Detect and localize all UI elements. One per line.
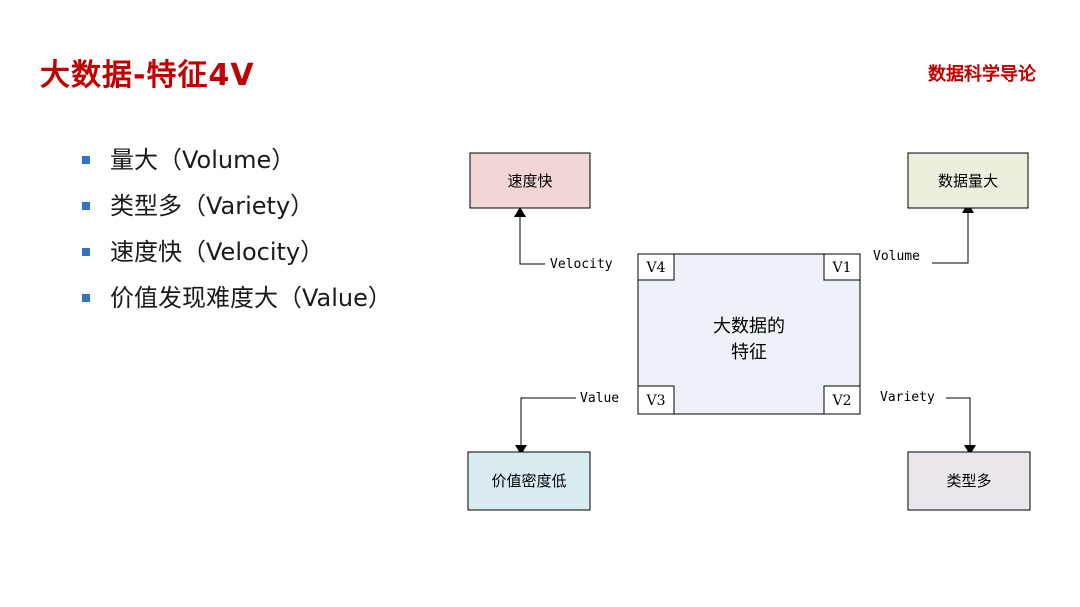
variety-arrow-label: Variety bbox=[880, 390, 935, 405]
bullet-list: 量大（Volume） 类型多（Variety） 速度快（Velocity） 价值… bbox=[80, 140, 392, 324]
center-box bbox=[637, 253, 861, 415]
volume-arrow bbox=[932, 203, 974, 264]
bullet-item: 速度快（Velocity） bbox=[80, 232, 392, 278]
bullet-item: 价值发现难度大（Value） bbox=[80, 278, 392, 324]
corner-v2-label: V2 bbox=[831, 393, 851, 409]
bullet-square-icon bbox=[82, 202, 90, 210]
corner-v3-label: V3 bbox=[645, 393, 665, 409]
bullet-text: 类型多（Variety） bbox=[110, 192, 315, 220]
bullet-square-icon bbox=[82, 248, 90, 256]
volume-arrow-label: Volume bbox=[873, 249, 920, 264]
bullet-text: 量大（Volume） bbox=[110, 146, 296, 174]
bullet-text: 价值发现难度大（Value） bbox=[110, 284, 392, 312]
bullet-text: 速度快（Velocity） bbox=[110, 238, 325, 266]
box-variety-label: 类型多 bbox=[946, 472, 991, 490]
corner-v4-box bbox=[637, 253, 675, 281]
corner-v2-box bbox=[823, 385, 861, 415]
variety-arrow bbox=[946, 397, 976, 455]
box-value-label: 价值密度低 bbox=[491, 472, 566, 490]
slide-title: 大数据-特征4V bbox=[40, 58, 255, 93]
corner-v1-label: V1 bbox=[831, 260, 851, 276]
bullet-item: 类型多（Variety） bbox=[80, 186, 392, 232]
corner-v4-label: V4 bbox=[645, 260, 665, 276]
bullet-item: 量大（Volume） bbox=[80, 140, 392, 186]
velocity-arrow bbox=[514, 207, 545, 265]
box-volume bbox=[907, 152, 1029, 209]
center-label-line2: 特征 bbox=[731, 342, 767, 363]
corner-v1-box bbox=[823, 253, 861, 281]
bullet-square-icon bbox=[82, 294, 90, 302]
bullet-square-icon bbox=[82, 156, 90, 164]
box-volume-label: 数据量大 bbox=[938, 172, 998, 190]
box-value bbox=[467, 451, 591, 511]
center-label-line1: 大数据的 bbox=[713, 316, 785, 337]
corner-v3-box bbox=[637, 385, 675, 415]
box-velocity bbox=[469, 152, 591, 209]
velocity-arrow-label: Velocity bbox=[550, 257, 613, 272]
value-arrow-label: Value bbox=[580, 391, 619, 406]
box-velocity-label: 速度快 bbox=[507, 172, 552, 190]
value-arrow bbox=[515, 397, 576, 455]
box-variety bbox=[907, 451, 1031, 511]
course-name: 数据科学导论 bbox=[928, 64, 1036, 85]
